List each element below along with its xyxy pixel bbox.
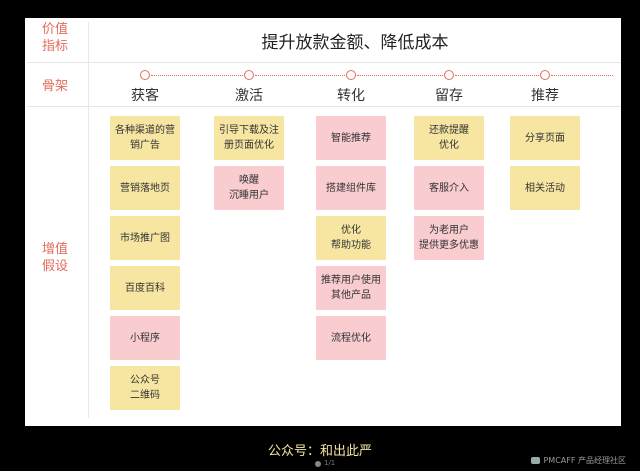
stage-label: 转化 xyxy=(337,88,365,104)
stage-label: 推荐 xyxy=(531,88,559,104)
value-metric-label: 价值 指标 xyxy=(41,22,68,54)
column-divider xyxy=(88,22,89,418)
hypothesis-label: 增值 假设 xyxy=(41,242,68,274)
stage-2: 激活 xyxy=(219,70,279,105)
stage-label: 激活 xyxy=(235,88,263,104)
metric-title: 提升放款金额、降低成本 xyxy=(261,33,449,53)
stage-label: 获客 xyxy=(131,88,159,104)
row-divider-middle xyxy=(27,106,621,107)
sticky-note: 百度百科 xyxy=(110,266,180,310)
sticky-note: 智能推荐 xyxy=(316,116,386,160)
page-indicator-icon xyxy=(315,461,321,467)
stage-connector xyxy=(357,75,443,76)
stage-circle-icon xyxy=(244,70,254,80)
stage-connector xyxy=(455,75,539,76)
stage-4: 留存 xyxy=(419,70,479,105)
sticky-note: 公众号 二维码 xyxy=(110,366,180,410)
sticky-note: 市场推广图 xyxy=(110,216,180,260)
stage-circle-icon xyxy=(140,70,150,80)
sticky-note: 小程序 xyxy=(110,316,180,360)
stage-circle-icon xyxy=(346,70,356,80)
sticky-note: 推荐用户使用其他产品 xyxy=(316,266,386,310)
sticky-note: 各种渠道的营销广告 xyxy=(110,116,180,160)
footer-caption: 公众号：和出此严 xyxy=(267,444,372,459)
sticky-note: 还款提醒 优化 xyxy=(414,116,484,160)
stage-5: 推荐 xyxy=(515,70,575,105)
sticky-note: 搭建组件库 xyxy=(316,166,386,210)
sticky-note: 客服介入 xyxy=(414,166,484,210)
brand-text: PMCAFF 产品经理社区 xyxy=(543,456,626,465)
row-divider-top xyxy=(27,62,621,63)
stage-label: 留存 xyxy=(435,88,463,104)
sticky-note: 为老用户 提供更多优惠 xyxy=(414,216,484,260)
page-number: 1/1 xyxy=(324,459,336,467)
stage-circle-icon xyxy=(444,70,454,80)
stage-connector xyxy=(255,75,345,76)
chat-icon xyxy=(531,457,541,464)
lean-canvas-board: 价值 指标 骨架 增值 假设 提升放款金额、降低成本 获客 激活 转化 留存 推荐 各种… xyxy=(25,18,621,426)
stage-1: 获客 xyxy=(115,70,175,105)
skeleton-label: 骨架 xyxy=(41,79,68,94)
sticky-note: 分享页面 xyxy=(510,116,580,160)
stage-connector xyxy=(151,75,243,76)
sticky-note: 流程优化 xyxy=(316,316,386,360)
sticky-note: 相关活动 xyxy=(510,166,580,210)
sticky-note: 营销落地页 xyxy=(110,166,180,210)
brand-watermark: PMCAFF 产品经理社区 xyxy=(531,455,626,466)
stage-3: 转化 xyxy=(321,70,381,105)
sticky-note: 优化 帮助功能 xyxy=(316,216,386,260)
sticky-note: 引导下载及注册页面优化 xyxy=(214,116,284,160)
sticky-note: 唤醒 沉睡用户 xyxy=(214,166,284,210)
stage-circle-icon xyxy=(540,70,550,80)
stage-connector-tail xyxy=(551,75,613,76)
